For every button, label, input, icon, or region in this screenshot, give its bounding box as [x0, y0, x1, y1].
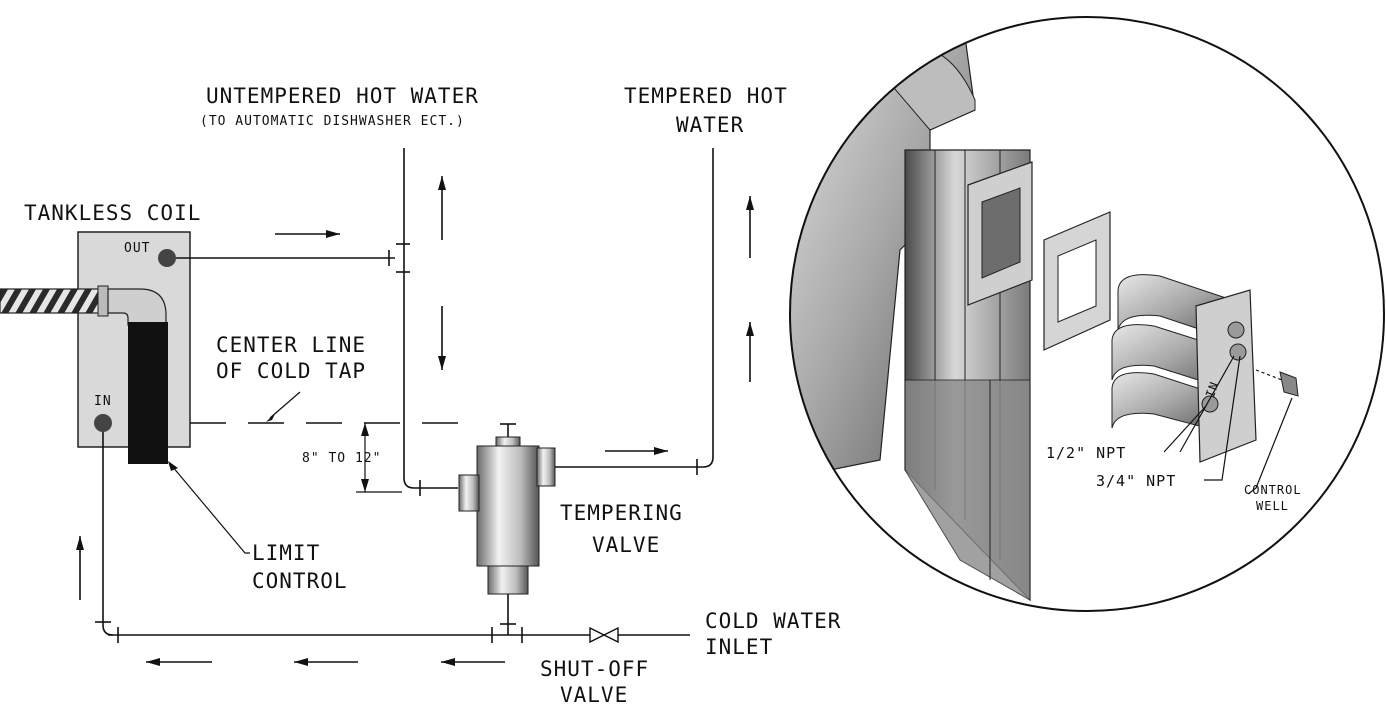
- in-label: IN: [94, 394, 112, 409]
- half-npt-label: 1/2" NPT: [1046, 444, 1126, 462]
- shutoff-valve-symbol: [589, 626, 619, 644]
- shutoff-label-1: SHUT-OFF: [540, 657, 649, 681]
- tempering-valve-label-2: VALVE: [592, 533, 660, 557]
- detail-circle-outline: [789, 16, 1385, 612]
- distance-label: 8" TO 12": [302, 451, 381, 466]
- tankless-coil-label: TANKLESS COIL: [24, 201, 201, 225]
- shutoff-label-2: VALVE: [560, 683, 628, 707]
- limit-control-block: [128, 322, 168, 464]
- control-well-label-1: CONTROL: [1244, 483, 1302, 497]
- out-port: [158, 249, 176, 267]
- limit-control-label-2: CONTROL: [252, 569, 348, 593]
- center-line-label-2: OF COLD TAP: [216, 359, 366, 383]
- out-label: OUT: [124, 241, 150, 256]
- in-port: [94, 414, 112, 432]
- flow-arrows: [76, 176, 754, 666]
- untempered-sublabel: (TO AUTOMATIC DISHWASHER ECT.): [200, 114, 465, 129]
- tempered-label-1: TEMPERED HOT: [624, 84, 788, 108]
- tempering-valve: [458, 423, 556, 595]
- cold-water-label-1: COLD WATER: [705, 609, 841, 633]
- cold-water-label-2: INLET: [705, 635, 773, 659]
- tempered-label-2: WATER: [676, 113, 744, 137]
- untempered-label: UNTEMPERED HOT WATER: [206, 84, 479, 108]
- three-quarter-npt-label: 3/4" NPT: [1096, 472, 1176, 490]
- center-line-label-1: CENTER LINE: [216, 333, 366, 357]
- supply-pipe: [0, 288, 106, 314]
- schematic: OUT IN: [0, 84, 841, 707]
- tempering-valve-label-1: TEMPERING: [560, 501, 683, 525]
- detail-view: IN 1/2" NPT 3/4" NPT CONTROL WELL: [789, 16, 1385, 612]
- limit-control-label-1: LIMIT: [252, 541, 320, 565]
- detail-in-mark: IN: [1203, 379, 1222, 399]
- control-well-label-2: WELL: [1256, 499, 1289, 513]
- pipe-collar: [97, 285, 109, 317]
